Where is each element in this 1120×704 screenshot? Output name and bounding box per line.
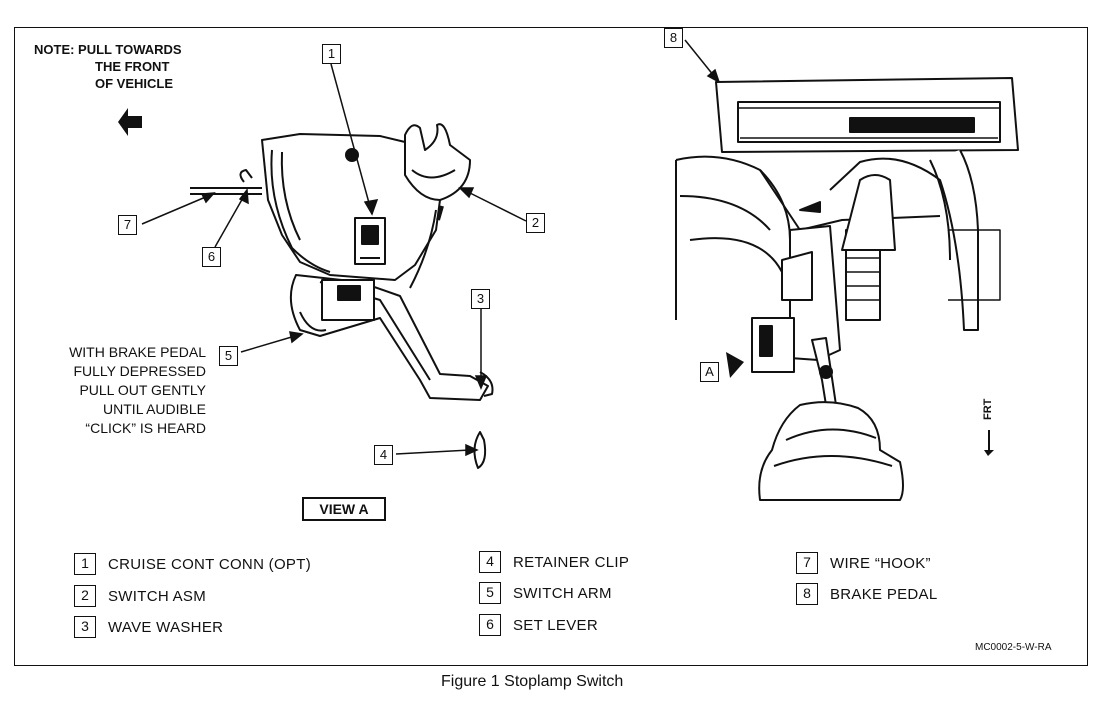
legend-number: 2 — [74, 585, 96, 607]
legend-number: 8 — [796, 583, 818, 605]
legend-item-7: 7 WIRE “HOOK” — [796, 552, 931, 574]
legend-item-6: 6 SET LEVER — [479, 614, 598, 636]
callout-1: 1 — [322, 44, 341, 64]
view-a-arrow — [726, 352, 744, 378]
note-line-3: OF VEHICLE — [95, 76, 174, 91]
callout-view-a: A — [700, 362, 719, 382]
callout-5: 5 — [219, 346, 238, 366]
legend-label: SWITCH ARM — [513, 584, 612, 602]
instruction-line-1: WITH BRAKE PEDAL — [69, 344, 206, 360]
legend-number: 7 — [796, 552, 818, 574]
instruction-line-3: PULL OUT GENTLY — [79, 382, 206, 398]
legend-number: 4 — [479, 551, 501, 573]
view-a-label: VIEW A — [302, 497, 386, 521]
legend-number: 1 — [74, 553, 96, 575]
instruction-line-2: FULLY DEPRESSED — [73, 363, 206, 379]
callout-3: 3 — [471, 289, 490, 309]
legend-label: WAVE WASHER — [108, 618, 224, 636]
figure-caption: Figure 1 Stoplamp Switch — [441, 673, 624, 690]
legend-label: RETAINER CLIP — [513, 553, 630, 571]
callout-4: 4 — [374, 445, 393, 465]
legend-label: SWITCH ASM — [108, 587, 207, 605]
legend-item-3: 3 WAVE WASHER — [74, 616, 223, 638]
legend-item-5: 5 SWITCH ARM — [479, 582, 612, 604]
callout-7: 7 — [118, 215, 137, 235]
legend-item-8: 8 BRAKE PEDAL — [796, 583, 938, 605]
switch-assembly-drawing — [190, 123, 494, 469]
legend-item-1: 1 CRUISE CONT CONN (OPT) — [74, 553, 311, 575]
legend-number: 3 — [74, 616, 96, 638]
brake-pedal-installation-drawing — [675, 77, 1019, 501]
note-line-1: NOTE: PULL TOWARDS — [34, 42, 182, 57]
legend-label: CRUISE CONT CONN (OPT) — [108, 555, 311, 573]
instruction-line-4: UNTIL AUDIBLE — [103, 401, 206, 417]
front-marker: FRT — [982, 398, 994, 420]
figure-frame — [14, 27, 1088, 666]
reference-code: MC0002-5-W-RA — [975, 642, 1052, 653]
callout-6: 6 — [202, 247, 221, 267]
leader-lines — [141, 39, 721, 457]
legend-label: BRAKE PEDAL — [830, 585, 938, 603]
legend-number: 6 — [479, 614, 501, 636]
front-arrow — [984, 430, 994, 456]
callout-2: 2 — [526, 213, 545, 233]
pull-direction-arrow — [118, 108, 142, 136]
legend-number: 5 — [479, 582, 501, 604]
note-line-2: THE FRONT — [95, 59, 170, 74]
callout-8: 8 — [664, 28, 683, 48]
legend-label: SET LEVER — [513, 616, 598, 634]
instruction-line-5: “CLICK” IS HEARD — [85, 420, 206, 436]
legend-item-4: 4 RETAINER CLIP — [479, 551, 629, 573]
legend-item-2: 2 SWITCH ASM — [74, 585, 206, 607]
legend-label: WIRE “HOOK” — [830, 554, 931, 572]
